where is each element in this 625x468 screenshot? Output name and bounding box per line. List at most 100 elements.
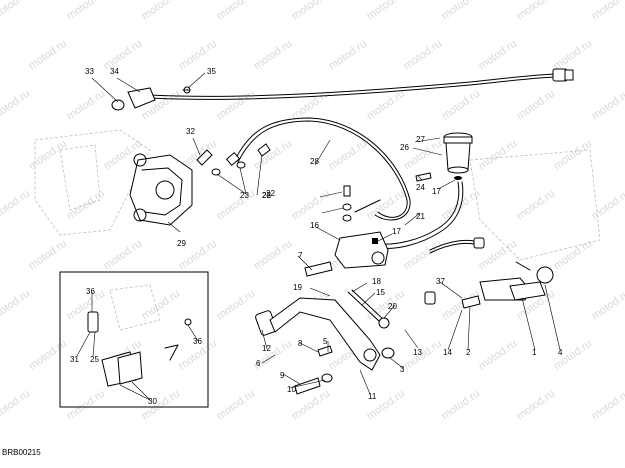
callout-22: 22: [262, 191, 271, 200]
watermark: motod.ru: [365, 0, 407, 22]
inset-detail-box: [59, 271, 209, 408]
watermark: motod.ru: [102, 238, 144, 273]
frame-ghost-outline: [34, 129, 601, 261]
watermark: motod.ru: [252, 238, 294, 273]
callout-15: 15: [376, 288, 385, 297]
master-cylinder: [304, 231, 389, 277]
callout-9: 9: [280, 371, 285, 380]
bolt-32: [196, 149, 213, 166]
watermark: motod.ru: [215, 188, 257, 223]
callout-29: 29: [177, 239, 186, 248]
watermark: motod.ru: [515, 388, 557, 423]
watermark: motod.ru: [590, 188, 625, 223]
watermark: motod.ru: [440, 0, 482, 22]
pushrod: [347, 289, 390, 329]
watermark: motod.ru: [0, 0, 32, 22]
brake-caliper: [129, 153, 193, 226]
watermark: motod.ru: [65, 0, 107, 22]
watermark: motod.ru: [252, 138, 294, 173]
callout-16: 16: [310, 221, 319, 230]
watermark: motod.ru: [215, 88, 257, 123]
callout-5: 5: [323, 337, 328, 346]
callout-14: 14: [443, 348, 452, 357]
callout-37: 37: [436, 277, 445, 286]
brake-pedal: [255, 297, 381, 371]
callout-26: 26: [400, 143, 409, 152]
bleed-valve-assembly: [111, 86, 191, 111]
watermark: motod.ru: [27, 338, 69, 373]
callout-36: 36: [86, 287, 95, 296]
watermark: motod.ru: [27, 38, 69, 73]
callout-33: 33: [85, 67, 94, 76]
watermark: motod.ru: [590, 388, 625, 423]
watermark: motod.ru: [327, 38, 369, 73]
fluid-reservoir: [443, 132, 473, 180]
watermark: motod.ru: [290, 0, 332, 22]
watermark: motod.ru: [140, 388, 182, 423]
callout-30: 30: [148, 397, 157, 406]
callout-19: 19: [293, 283, 302, 292]
watermark: motod.ru: [215, 288, 257, 323]
watermark: motod.ru: [590, 0, 625, 22]
brake-hose-mid: [225, 117, 411, 221]
fluid-hose: [379, 181, 485, 254]
bolt-24: [415, 172, 432, 182]
watermark: motod.ru: [0, 188, 32, 223]
watermark: motod.ru: [515, 188, 557, 223]
callout-2: 2: [466, 348, 471, 357]
callout-3: 3: [400, 365, 405, 374]
callout-6: 6: [256, 359, 261, 368]
pedal-pivot-hardware: [294, 345, 395, 395]
watermark: motod.ru: [290, 188, 332, 223]
watermark: motod.ru: [0, 88, 32, 123]
watermark: motod.ru: [515, 88, 557, 123]
watermark: motod.ru: [402, 338, 444, 373]
callout-8: 8: [298, 339, 303, 348]
watermark: motod.ru: [27, 238, 69, 273]
reference-code: BRB00215: [2, 448, 41, 457]
callout-17: 17: [432, 187, 441, 196]
callout-20: 20: [388, 302, 397, 311]
brake-hose-upper: [149, 68, 574, 100]
callout-1: 1: [532, 348, 537, 357]
watermark: motod.ru: [552, 238, 594, 273]
watermark: motod.ru: [327, 138, 369, 173]
callout-31: 31: [70, 355, 79, 364]
watermark: motod.ru: [65, 388, 107, 423]
watermark: motod.ru: [402, 38, 444, 73]
callout-28: 28: [310, 157, 319, 166]
watermark: motod.ru: [590, 288, 625, 323]
callout-25: 25: [90, 355, 99, 364]
banjo-fitting-upper: [211, 143, 271, 176]
watermark: motod.ru: [215, 0, 257, 22]
watermark: motod.ru: [102, 38, 144, 73]
watermark: motod.ru: [140, 0, 182, 22]
callout-leaders: [76, 72, 561, 401]
callout-7: 7: [298, 251, 303, 260]
callout-18: 18: [372, 277, 381, 286]
watermark: motod.ru: [477, 338, 519, 373]
callout-23: 23: [240, 191, 249, 200]
callout-34: 34: [110, 67, 119, 76]
callout-21: 21: [416, 212, 425, 221]
watermark: motod.ru: [552, 138, 594, 173]
callout-36: 36: [193, 337, 202, 346]
callout-10: 10: [287, 385, 296, 394]
callout-22: 22: [266, 189, 275, 198]
callout-35: 35: [207, 67, 216, 76]
callout-17: 17: [392, 227, 401, 236]
callout-32: 32: [186, 127, 195, 136]
watermark: motod.ru: [440, 88, 482, 123]
callout-11: 11: [368, 392, 377, 401]
watermark: motod.ru: [552, 38, 594, 73]
callout-4: 4: [558, 348, 563, 357]
watermark: motod.ru: [477, 38, 519, 73]
watermark: motod.ru: [365, 188, 407, 223]
callout-27: 27: [416, 135, 425, 144]
watermark: motod.ru: [215, 388, 257, 423]
watermark: motod.ru: [365, 288, 407, 323]
watermark: motod.ru: [0, 288, 32, 323]
watermark: motod.ru: [0, 388, 32, 423]
